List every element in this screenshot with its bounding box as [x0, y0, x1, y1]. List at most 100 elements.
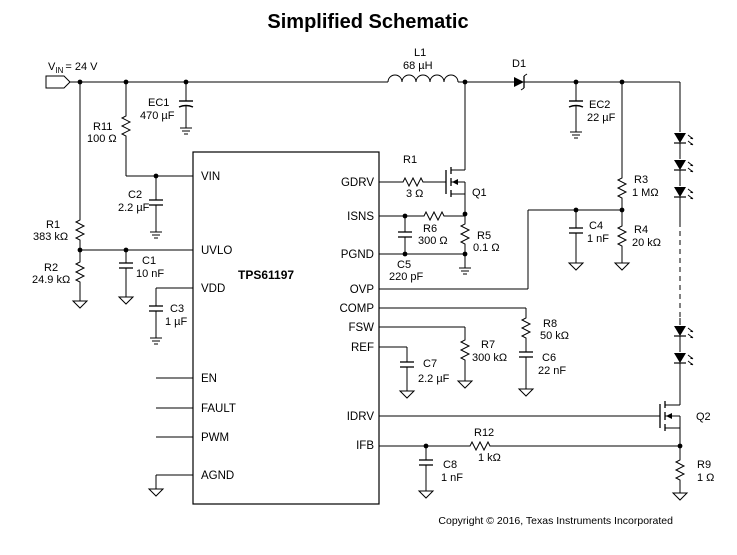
- pin-REF: REF: [351, 342, 374, 354]
- R1b-value: 3 Ω: [406, 188, 423, 200]
- led-string: [673, 82, 694, 405]
- pin-EN: EN: [201, 373, 217, 385]
- resistor-R7: R7 300 kΩ: [457, 327, 507, 389]
- C8-value: 1 nF: [441, 472, 463, 484]
- R6-ref: R6: [423, 223, 437, 235]
- diagram-title: Simplified Schematic: [267, 11, 468, 33]
- pin-PGND: PGND: [341, 249, 374, 261]
- R12-ref: R12: [474, 427, 494, 439]
- capacitor-C5: C5 220 pF: [389, 216, 424, 283]
- resistor-R5: R5 0.1 Ω: [460, 214, 500, 262]
- R7-ref: R7: [481, 339, 495, 351]
- R11-value: 100 Ω: [87, 133, 117, 145]
- R9-ref: R9: [697, 459, 711, 471]
- EC1-ref: EC1: [148, 97, 169, 109]
- C6-ref: C6: [542, 352, 556, 364]
- R1a-value: 383 kΩ: [33, 231, 68, 243]
- capacitor-EC1: EC1 470 µF: [140, 82, 194, 135]
- C3-ref: C3: [170, 303, 184, 315]
- resistor-R1-3ohm: R1 3 Ω: [398, 154, 428, 200]
- pin-VDD: VDD: [201, 283, 225, 295]
- C7-ref: C7: [423, 358, 437, 370]
- R6-value: 300 Ω: [418, 235, 448, 247]
- resistor-R6: R6 300 Ω: [405, 211, 465, 247]
- R3-ref: R3: [634, 174, 648, 186]
- R5-value: 0.1 Ω: [473, 242, 500, 254]
- copyright-text: Copyright © 2016, Texas Instruments Inco…: [438, 515, 673, 527]
- C8-ref: C8: [443, 459, 457, 471]
- led-icon: [673, 352, 694, 366]
- R4-ref: R4: [634, 224, 648, 236]
- C1-ref: C1: [142, 255, 156, 267]
- resistor-R9: R9 1 Ω: [672, 446, 714, 501]
- C4-value: 1 nF: [587, 233, 609, 245]
- Q2-ref: Q2: [696, 411, 711, 423]
- ic-TPS61197: TPS61197 VIN UVLO VDD EN FAULT PWM AGND …: [192, 151, 380, 505]
- C2-ref: C2: [128, 189, 142, 201]
- pin-COMP: COMP: [340, 303, 375, 315]
- resistor-R1-383k: R1 383 kΩ: [33, 82, 85, 245]
- pin-IFB: IFB: [356, 440, 374, 452]
- vin-connector: VIN= 24 V: [45, 61, 98, 89]
- R2-value: 24.9 kΩ: [32, 274, 70, 286]
- capacitor-C2: C2 2.2 µF: [118, 176, 163, 239]
- capacitor-C4: C4 1 nF: [568, 210, 609, 271]
- D1-ref: D1: [512, 58, 526, 70]
- pin-UVLO: UVLO: [201, 245, 232, 257]
- mosfet-Q1: Q1: [445, 82, 487, 214]
- resistor-R2: R2 24.9 kΩ: [32, 257, 88, 309]
- R3-value: 1 MΩ: [632, 187, 659, 199]
- pin-IDRV: IDRV: [347, 411, 375, 423]
- resistor-R3: R3 1 MΩ: [617, 82, 659, 222]
- R11-ref: R11: [93, 121, 112, 133]
- led-icon: [673, 325, 694, 339]
- vin-label-sub: IN: [55, 66, 63, 75]
- EC2-value: 22 µF: [587, 112, 616, 124]
- C6-value: 22 nF: [538, 365, 566, 377]
- svg-text:VIN= 24 V: VIN= 24 V: [48, 61, 98, 75]
- R8-ref: R8: [543, 318, 557, 330]
- R8-value: 50 kΩ: [540, 330, 569, 342]
- led-icon: [673, 186, 694, 200]
- led-icon: [673, 132, 694, 146]
- led-icon: [673, 159, 694, 173]
- capacitor-C6: C6 22 nF: [518, 351, 566, 397]
- pin-FSW: FSW: [348, 322, 374, 334]
- C4-ref: C4: [589, 220, 603, 232]
- R1b-ref: R1: [403, 154, 417, 166]
- C5-value: 220 pF: [389, 271, 424, 283]
- inductor-L1: L1 68 µH: [387, 47, 459, 83]
- vin-label: V: [48, 61, 56, 73]
- R1a-ref: R1: [46, 219, 60, 231]
- R5-ref: R5: [477, 230, 491, 242]
- capacitor-C7: C7 2.2 µF: [399, 347, 450, 399]
- R9-value: 1 Ω: [697, 472, 714, 484]
- pin-FAULT: FAULT: [201, 403, 236, 415]
- Q1-ref: Q1: [472, 187, 487, 199]
- pin-AGND: AGND: [201, 470, 234, 482]
- pin-OVP: OVP: [350, 284, 375, 296]
- capacitor-C3: C3 1 µF: [149, 287, 193, 345]
- C2-value: 2.2 µF: [118, 202, 150, 214]
- R2-ref: R2: [44, 262, 58, 274]
- pin-ISNS: ISNS: [347, 211, 374, 223]
- C7-value: 2.2 µF: [418, 373, 450, 385]
- resistor-R12: R12 1 kΩ: [465, 427, 680, 464]
- diode-D1: D1: [512, 58, 528, 91]
- pin-VIN: VIN: [201, 171, 220, 183]
- capacitor-EC2: EC2 22 µF: [568, 82, 616, 139]
- L1-ref: L1: [414, 47, 426, 59]
- resistor-R4: R4 20 kΩ: [614, 221, 661, 271]
- capacitor-C1: C1 10 nF: [118, 250, 164, 305]
- EC2-ref: EC2: [589, 99, 610, 111]
- resistor-R11: R11 100 Ω: [87, 82, 131, 176]
- C3-value: 1 µF: [165, 316, 188, 328]
- mosfet-Q2: Q2: [659, 401, 711, 446]
- R7-value: 300 kΩ: [472, 352, 507, 364]
- C1-value: 10 nF: [136, 268, 164, 280]
- L1-value: 68 µH: [403, 60, 433, 72]
- resistor-R8: R8 50 kΩ: [521, 308, 569, 352]
- vin-value: = 24 V: [65, 61, 98, 73]
- R4-value: 20 kΩ: [632, 237, 661, 249]
